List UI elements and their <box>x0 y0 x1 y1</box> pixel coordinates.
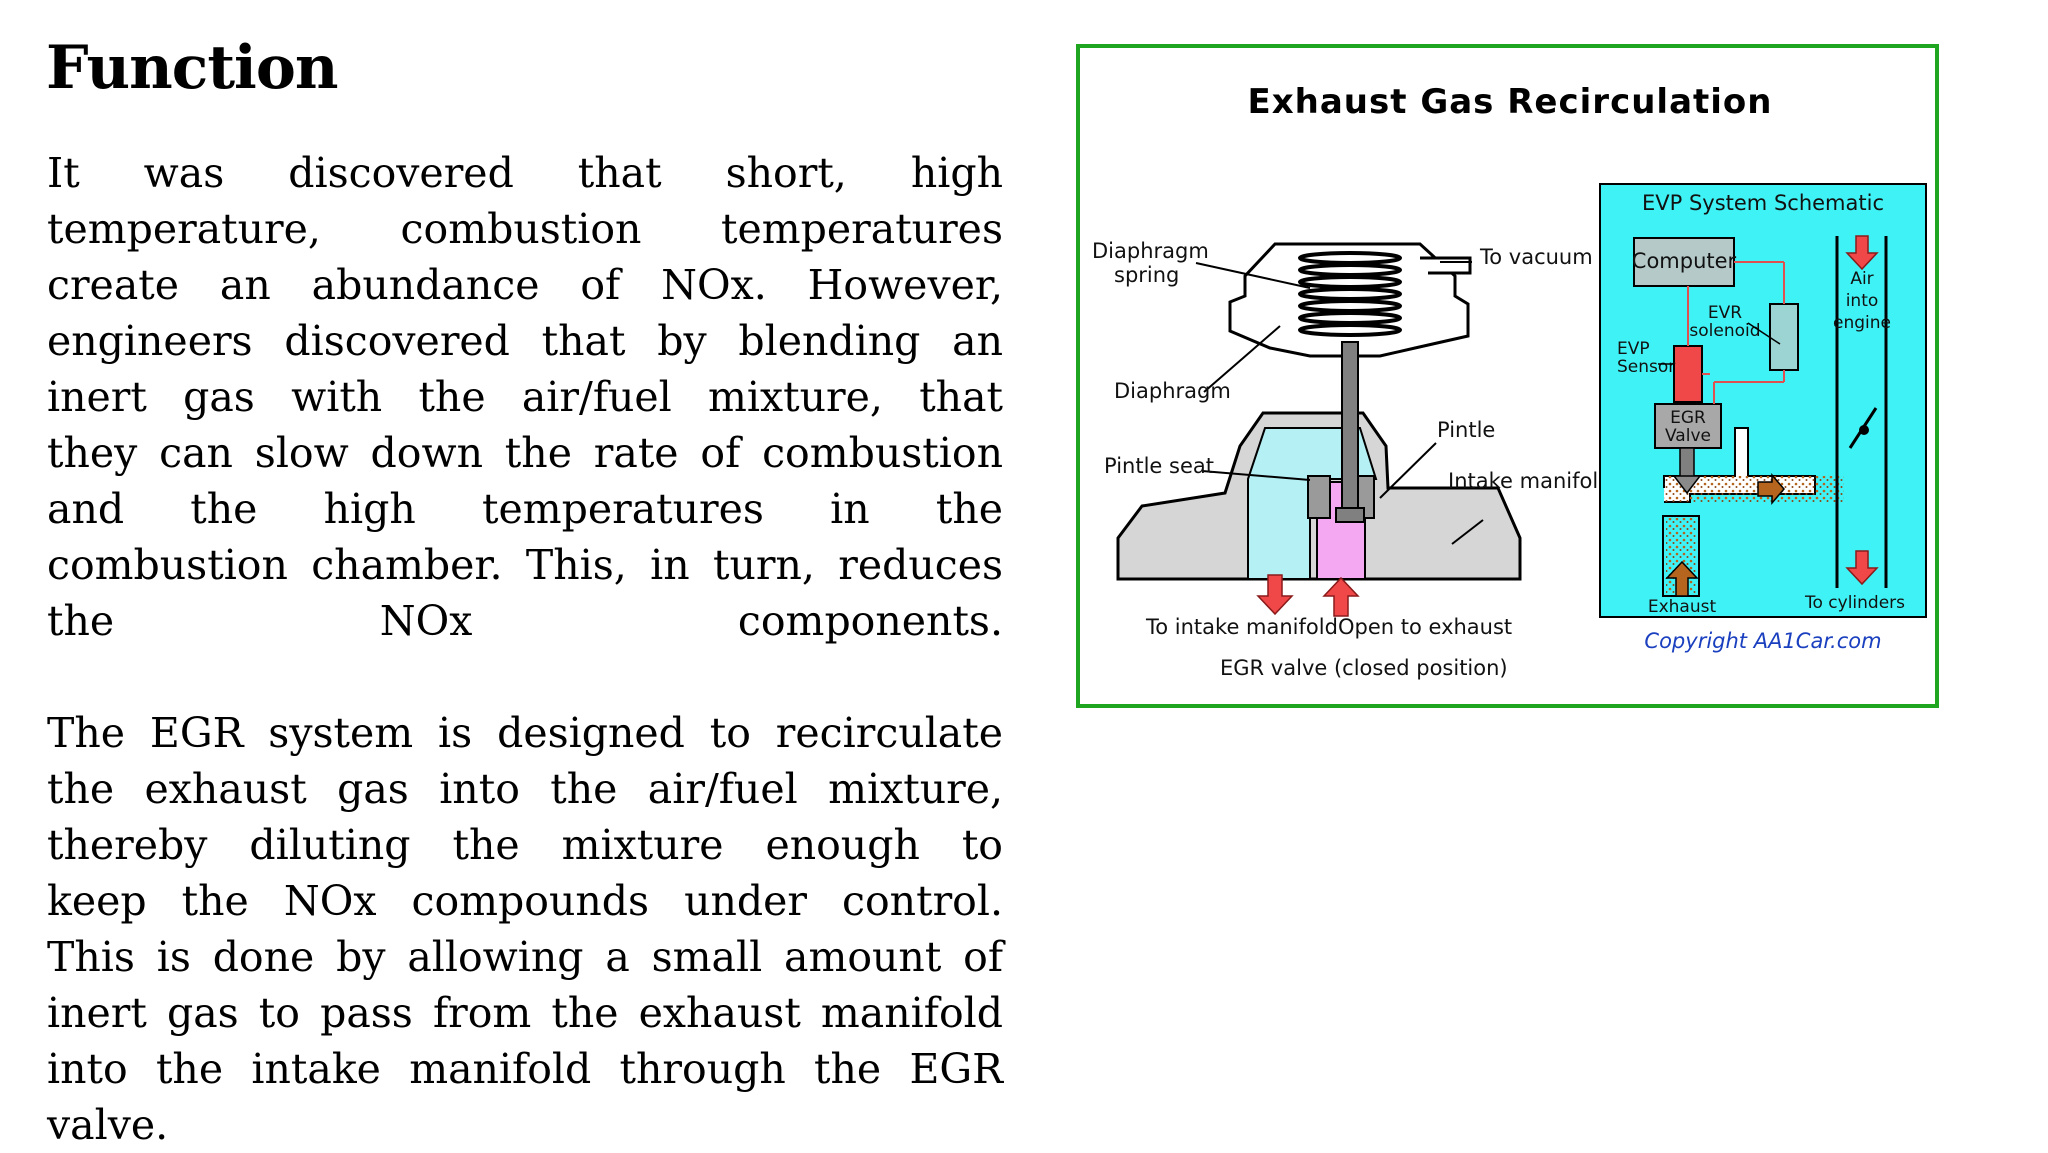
label-computer: Computer <box>1632 249 1737 273</box>
egr-diagram: Exhaust Gas Recirculation <box>1092 82 1927 680</box>
label-to-intake-manifold: To intake manifold <box>1145 615 1338 639</box>
label-intake-manifold: Intake manifold <box>1448 469 1612 493</box>
egr-diagram-figure: Exhaust Gas Recirculation <box>1076 44 1939 708</box>
evp-schematic: EVP System Schematic Computer EVR soleno… <box>1599 183 1927 618</box>
evp-sensor-box <box>1673 345 1703 403</box>
text-line: temperature, combustion temperatures <box>47 205 1003 253</box>
label-to-vacuum: To vacuum <box>1479 245 1593 269</box>
arrow-from-exhaust <box>1322 576 1360 617</box>
pintle-stem <box>1341 341 1359 513</box>
label-engine: engine <box>1833 313 1891 333</box>
egr-pintle <box>1672 475 1702 495</box>
label-diaphragm-spring-2: spring <box>1114 263 1179 287</box>
arrow-egr-flow <box>1757 472 1785 506</box>
text-line: the exhaust gas into the air/fuel mixtur… <box>47 765 1003 813</box>
label-exhaust: Exhaust <box>1648 597 1717 617</box>
text-line: the NOx components. <box>47 597 1003 645</box>
label-open-to-exhaust: Open to exhaust <box>1338 615 1512 639</box>
text-line: create an abundance of NOx. However, <box>47 261 1003 309</box>
label-evr: EVR <box>1708 303 1742 323</box>
paragraph-2: The EGR system is designed to recirculat… <box>47 705 1003 1153</box>
text-line: valve. <box>47 1101 169 1149</box>
evr-solenoid-box <box>1769 303 1799 371</box>
text-line: inert gas with the air/fuel mixture, tha… <box>47 373 1003 421</box>
egr-stem <box>1679 447 1695 479</box>
text-line: into the intake manifold through the EGR <box>47 1045 1003 1093</box>
wires <box>1687 261 1785 404</box>
arrow-to-intake <box>1256 574 1294 616</box>
text-line: combustion chamber. This, in turn, reduc… <box>47 541 1003 589</box>
egr-valve-box <box>1654 403 1722 449</box>
evr-leader <box>1747 322 1781 345</box>
text-line: and the high temperatures in the <box>47 485 1003 533</box>
text-line: The EGR system is designed to recirculat… <box>47 709 1003 757</box>
vacuum-port <box>1420 256 1472 275</box>
label-evp-sensor: Sensor <box>1617 357 1675 377</box>
text-line: keep the NOx compounds under control. <box>47 877 1003 925</box>
label-into: into <box>1846 291 1879 311</box>
slide-title: Function <box>46 33 338 103</box>
label-pintle-seat: Pintle seat <box>1104 454 1214 478</box>
label-pintle: Pintle <box>1437 418 1495 442</box>
pintle-head <box>1335 507 1365 523</box>
diaphragm-spring <box>1298 251 1402 337</box>
label-egr: EGR <box>1670 408 1706 428</box>
arrow-exhaust-in <box>1665 560 1699 597</box>
egr-valve-illustration: Diaphragm spring To vacuum Diaphragm Pin… <box>1092 239 1612 680</box>
arrow-to-cylinders <box>1845 550 1879 586</box>
label-air: Air <box>1850 269 1873 289</box>
computer-box <box>1633 237 1735 287</box>
copyright-text: Copyright AA1Car.com <box>1644 629 1881 653</box>
label-to-cylinders: To cylinders <box>1804 593 1905 613</box>
text-line: engineers discovered that by blending an <box>47 317 1003 365</box>
arrow-air-in <box>1845 235 1879 271</box>
label-valve-caption: EGR valve (closed position) <box>1220 656 1508 680</box>
figure-title: Exhaust Gas Recirculation <box>1247 82 1772 122</box>
body-text: It was discovered that short, high tempe… <box>47 145 1003 1153</box>
text-line: This is done by allowing a small amount … <box>47 933 1003 981</box>
text-line: they can slow down the rate of combustio… <box>47 429 1003 477</box>
label-diaphragm: Diaphragm <box>1114 379 1231 403</box>
text-line: thereby diluting the mixture enough to <box>47 821 1003 869</box>
text-line: inert gas to pass from the exhaust manif… <box>47 989 1003 1037</box>
paragraph-1: It was discovered that short, high tempe… <box>47 145 1003 649</box>
label-diaphragm-spring: Diaphragm <box>1092 239 1209 263</box>
leader-lines <box>1195 261 1484 545</box>
label-egr-valve: Valve <box>1665 426 1711 446</box>
pintle-seat <box>1307 475 1331 519</box>
label-evr-solenoid: solenoid <box>1689 321 1760 341</box>
label-evp: EVP <box>1617 339 1650 359</box>
throttle-pivot <box>1859 425 1869 435</box>
schematic-title: EVP System Schematic <box>1642 191 1884 215</box>
text-line: It was discovered that short, high <box>47 149 1003 197</box>
